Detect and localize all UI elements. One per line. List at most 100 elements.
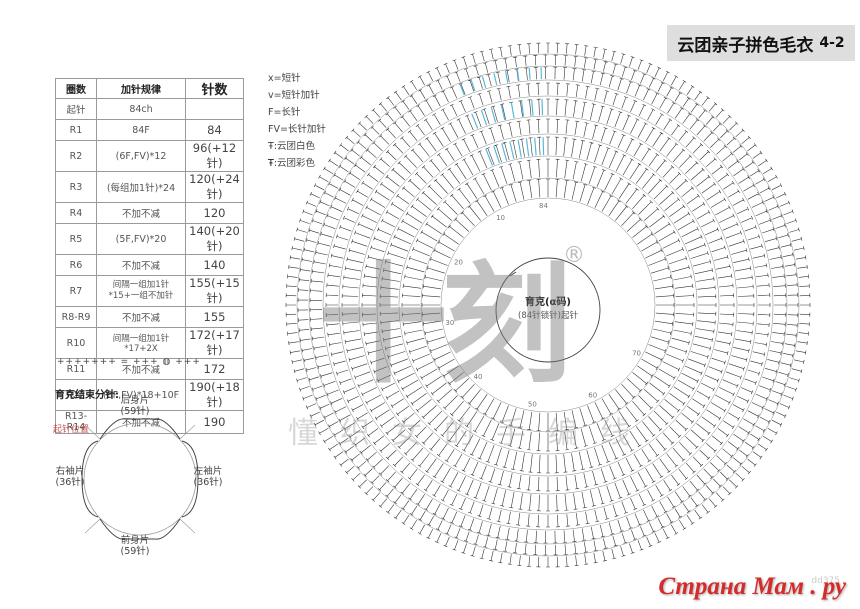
legend-item: FV=长针加针 (268, 121, 326, 138)
ring-number: 10 (496, 214, 505, 222)
ring-guide (358, 115, 738, 495)
chart-center-subtitle: (84针锁针)起针 (518, 311, 578, 321)
ring-guide (376, 133, 720, 477)
left-sleeve-label: 左袖片(36针) (193, 466, 223, 488)
count-cell: 140(+20针) (185, 223, 244, 255)
rule-cell: 间隔一组加1针*17+2X (96, 327, 186, 359)
count-cell: 120(+24针) (185, 171, 244, 203)
ring-guide (420, 177, 676, 433)
ring-number: 60 (588, 392, 597, 400)
legend-item: Ŧ:云团白色 (268, 138, 326, 155)
back-bracket (99, 418, 181, 440)
legend-symbol: v (268, 90, 274, 101)
round-cell: R12 (55, 379, 97, 411)
watermark-text: 懂织女的手编线 (288, 416, 652, 451)
count-cell: 155(+15针) (185, 275, 244, 307)
ring-guide (398, 155, 698, 455)
chart-center-title: 育克(α码) (524, 297, 571, 308)
ring-guide (338, 95, 758, 515)
page-title: 云团亲子拼色毛衣 4-2 (667, 25, 855, 61)
stitch-ring-6 (325, 82, 771, 528)
legend-item: Ŧ:云团彩色 (268, 155, 326, 172)
legend-text: :云团白色 (273, 141, 316, 152)
round-cell: R5 (55, 223, 97, 255)
direction-arrow-icon (509, 271, 517, 277)
ring-guide (296, 53, 800, 557)
color-yarn-stitches (485, 137, 545, 166)
stitch-ring-9 (285, 42, 811, 568)
ring-number: 40 (474, 373, 483, 381)
stitch-ring-4 (361, 118, 735, 492)
legend-text: =长针 (273, 107, 301, 118)
front-label: 前身片(59针) (120, 535, 150, 557)
legend-text: =长针加针 (279, 124, 326, 135)
registered-mark: ® (563, 243, 585, 268)
color-yarn-stitches (459, 67, 542, 96)
rule-cell: 间隔一组加1针*15+一组不加针 (96, 275, 186, 307)
watermark-logo: 十刻 (318, 249, 572, 401)
stitch-ring-1 (421, 178, 675, 432)
legend-item: x=短针 (268, 70, 326, 87)
legend-symbol: Ŧ (268, 141, 274, 152)
start-position-label: 起针位置 (53, 425, 90, 435)
yoke-circle (83, 422, 197, 536)
legend-symbol: FV (268, 124, 280, 135)
ring-number: 84 (539, 202, 548, 210)
legend-symbol: Ŧ (268, 158, 274, 169)
rule-cell: 不加不减 (96, 410, 186, 434)
right-sleeve-label: 右袖片(36针) (55, 466, 85, 488)
title-text: 云团亲子拼色毛衣 (677, 35, 814, 56)
yoke-title: 育克结束分针: (55, 390, 119, 401)
ring-guide (440, 197, 656, 413)
legend-symbol: x (268, 73, 274, 84)
title-number: 4-2 (819, 35, 845, 51)
ring-guide (322, 79, 774, 531)
count-cell: 96(+12针) (185, 140, 244, 172)
count-cell: 172 (185, 358, 244, 380)
watermark-id: dd375 (811, 576, 840, 586)
stitch-ring-3 (379, 136, 717, 474)
rule-cell: (5F,FV)*20 (96, 223, 186, 255)
ring-number: 20 (454, 258, 463, 266)
legend-symbol: F (268, 107, 274, 118)
stitch-ring-2 (401, 158, 695, 452)
legend-item: F=长针 (268, 104, 326, 121)
round-cell: R7 (55, 275, 97, 307)
center-circle (495, 257, 601, 363)
count-cell: 190 (185, 410, 244, 434)
ring-number: 30 (445, 319, 454, 327)
back-label: 后身片(59针) (120, 395, 150, 417)
left-sleeve-bracket (181, 440, 199, 518)
stitch-equation: +++++++ = +++ ◍ +++ (57, 357, 201, 367)
stitch-ring-8 (297, 54, 799, 556)
count-cell: 190(+18针) (185, 379, 244, 411)
stitch-rings (285, 42, 811, 568)
front-bracket (99, 518, 181, 540)
right-sleeve-bracket (81, 440, 99, 518)
yoke-division-diagram (81, 418, 199, 540)
brand-watermark: Страна Мам . ру (658, 573, 846, 600)
legend-text: =短针 (273, 73, 301, 84)
count-cell: 120 (185, 202, 244, 224)
legend-text: :云团彩色 (273, 158, 316, 169)
ring-number: 50 (528, 401, 537, 409)
legend-text: =短针加针 (273, 90, 320, 101)
ring-guide (308, 65, 788, 545)
stitch-ring-7 (309, 66, 787, 544)
rule-cell: (6F,FV)*12 (96, 140, 186, 172)
color-yarn-stitches (471, 99, 544, 129)
stitch-ring-5 (341, 98, 755, 512)
legend-item: v=短针加针 (268, 87, 326, 104)
